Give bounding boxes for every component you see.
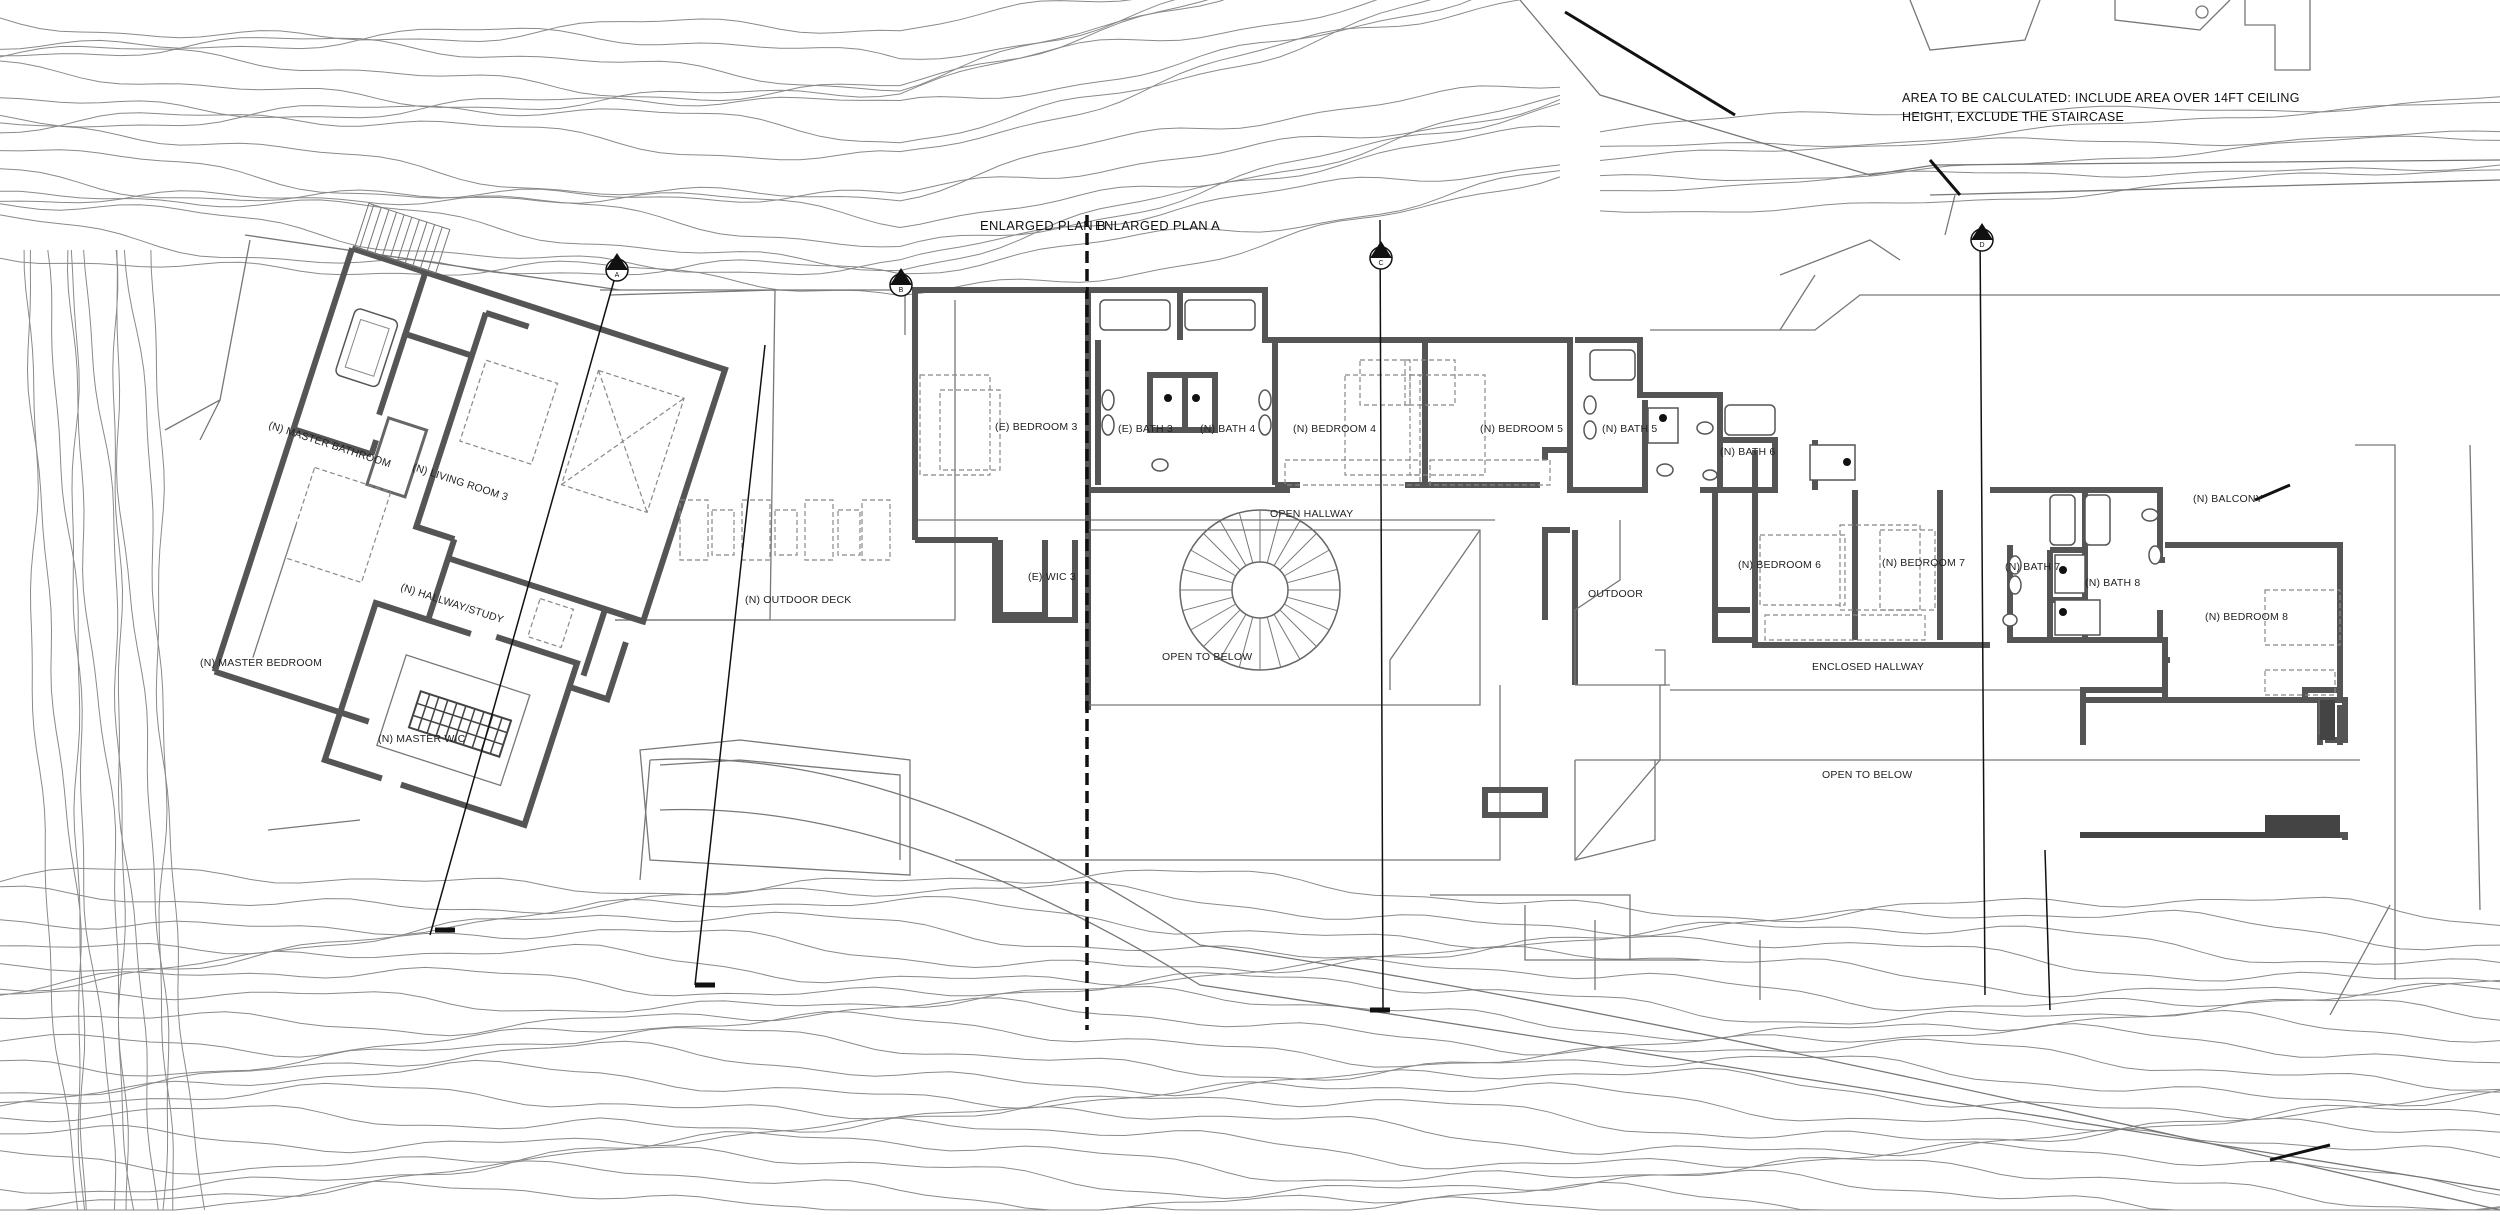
room-label-bath-4: (N) BATH 4 bbox=[1200, 423, 1255, 435]
room-label-master-wic: (N) MASTER WIC bbox=[378, 733, 466, 745]
enlarged-plan-a-label: ENLARGED PLAN A bbox=[1095, 218, 1220, 233]
room-labels: (N) MASTER BATHROOM (N) LIVING ROOM 3 (N… bbox=[200, 419, 2288, 781]
room-label-bedroom-5: (N) BEDROOM 5 bbox=[1480, 423, 1563, 435]
room-label-open-to-below-2: OPEN TO BELOW bbox=[1822, 769, 1912, 781]
site-edges bbox=[164, 0, 2500, 1211]
outdoor-deck-furniture bbox=[679, 499, 891, 561]
room-label-open-hallway: OPEN HALLWAY bbox=[1270, 508, 1353, 520]
section-markers: A B C D bbox=[605, 223, 1994, 297]
room-label-bedroom-6: (N) BEDROOM 6 bbox=[1738, 559, 1821, 571]
area-note-line-2: HEIGHT, EXCLUDE THE STAIRCASE bbox=[1902, 110, 2124, 124]
room-furniture bbox=[919, 359, 2341, 696]
section-cut-lines bbox=[429, 219, 2051, 1011]
room-label-open-to-below-1: OPEN TO BELOW bbox=[1162, 651, 1252, 663]
room-label-bedroom-8: (N) BEDROOM 8 bbox=[2205, 611, 2288, 623]
section-marker-d: D bbox=[1970, 223, 1994, 252]
open-to-below-edges bbox=[1088, 520, 2080, 861]
section-marker-label: A bbox=[615, 272, 620, 279]
area-note-line-1: AREA TO BE CALCULATED: INCLUDE AREA OVER… bbox=[1902, 91, 2300, 105]
room-label-master-bedroom: (N) MASTER BEDROOM bbox=[200, 657, 322, 669]
annotations: AREA TO BE CALCULATED: INCLUDE AREA OVER… bbox=[980, 91, 2300, 233]
section-marker-label: D bbox=[1979, 242, 1984, 249]
room-label-outdoor: OUTDOOR bbox=[1588, 588, 1643, 600]
room-label-bedroom-7: (N) BEDROOM 7 bbox=[1882, 557, 1965, 569]
west-wing bbox=[211, 202, 729, 829]
room-label-hallway-study: (N) HALLWAY/STUDY bbox=[399, 581, 505, 626]
section-marker-b: B bbox=[889, 268, 913, 297]
section-marker-label: B bbox=[899, 287, 904, 294]
room-label-enclosed-hallway: ENCLOSED HALLWAY bbox=[1812, 661, 1924, 673]
enlarged-plan-b-label: ENLARGED PLAN B bbox=[980, 218, 1106, 233]
section-marker-label: C bbox=[1378, 260, 1383, 267]
section-marker-c: C bbox=[1369, 241, 1393, 270]
spiral-staircase bbox=[1179, 509, 1341, 671]
room-label-outdoor-deck: (N) OUTDOOR DECK bbox=[745, 594, 851, 606]
dark-bars bbox=[435, 10, 2340, 1162]
room-label-bedroom-3: (E) BEDROOM 3 bbox=[995, 421, 1078, 433]
room-label-wic-3: (E) WIC 3 bbox=[1028, 571, 1076, 583]
plumbing-fixtures bbox=[1099, 299, 2162, 636]
room-label-bedroom-4: (N) BEDROOM 4 bbox=[1293, 423, 1376, 435]
room-label-balcony: (N) BALCONY bbox=[2193, 493, 2263, 505]
room-label-bath-3: (E) BATH 3 bbox=[1118, 423, 1173, 435]
room-label-bath-8: (N) BATH 8 bbox=[2085, 577, 2140, 589]
room-label-bath-5: (N) BATH 5 bbox=[1602, 423, 1657, 435]
room-label-bath-6: (N) BATH 6 bbox=[1720, 446, 1775, 458]
room-label-bath-7: (N) BATH 7 bbox=[2005, 561, 2060, 573]
section-marker-a: A bbox=[605, 253, 629, 282]
